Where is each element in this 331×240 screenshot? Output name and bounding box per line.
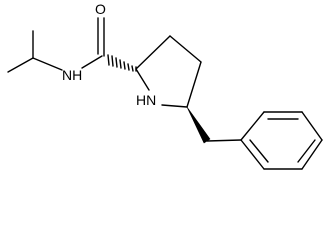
atom-label-amide-nh: NH (62, 67, 82, 83)
bond-isopropyl-to-nh (32, 57, 63, 71)
bond-phenyl-inner-3 (249, 139, 269, 163)
bond-phenyl-4 (301, 139, 323, 170)
bond-ring-c2-c3 (135, 35, 171, 70)
bond-phenyl-6 (240, 139, 265, 170)
bond-ring-n1-c2 (135, 68, 150, 91)
chemical-structure-diagram: O NH HN (7, 1, 323, 170)
bond-phenyl-3 (301, 111, 323, 141)
bond-ring-c5-n1 (161, 104, 188, 108)
bond-nh-to-carbonyl-carbon (81, 55, 103, 69)
bond-ring-c3-c4 (169, 35, 202, 63)
stereo-solid-wedge-c5 (186, 106, 211, 144)
bond-ch2-to-phenyl (206, 139, 242, 142)
bond-isopropyl-methyl-left (7, 57, 34, 73)
bond-phenyl-inner-2 (297, 139, 316, 163)
bond-phenyl-1 (240, 111, 265, 141)
bond-ring-c4-c5 (186, 61, 202, 108)
atom-label-ring-hn: HN (136, 92, 156, 108)
atom-label-oxygen: O (95, 1, 106, 17)
stereo-hashed-wedge-c2 (107, 54, 137, 72)
